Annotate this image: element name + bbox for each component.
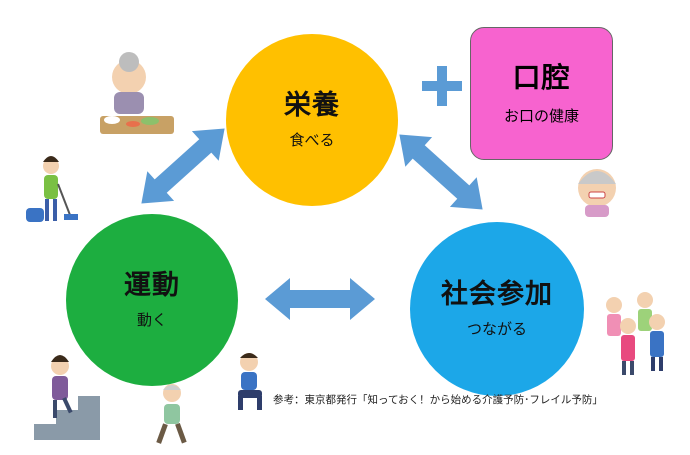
plus-icon — [422, 66, 462, 106]
oral-title: 口腔 — [512, 61, 571, 95]
reference-note: 参考：東京都発行「知っておく！から始める介護予防･フレイル予防」 — [273, 394, 603, 406]
exercise-title: 運動 — [124, 270, 180, 302]
nutrition-subtitle: 食べる — [289, 130, 335, 149]
elderly-eating-illustration — [100, 52, 174, 134]
exercise-circle: 運動 動く — [66, 214, 238, 386]
vacuuming-illustration — [26, 156, 78, 222]
smiling-elderly-illustration — [578, 169, 616, 217]
double-arrow-nutrition-exercise — [141, 128, 225, 204]
social-subtitle: つながる — [466, 319, 527, 338]
walking-man-illustration — [156, 384, 187, 444]
oral-health-box: 口腔 お口の健康 — [470, 27, 613, 160]
elderly-group-illustration — [606, 292, 665, 375]
double-arrow-nutrition-social — [399, 134, 483, 210]
stairs-climbing-illustration — [34, 355, 100, 440]
double-arrow-exercise-social — [265, 278, 375, 320]
social-title: 社会参加 — [441, 279, 553, 311]
nutrition-circle: 栄養 食べる — [226, 34, 398, 206]
nutrition-title: 栄養 — [284, 90, 340, 122]
social-participation-circle: 社会参加 つながる — [410, 222, 584, 396]
squatting-man-illustration — [238, 353, 262, 410]
oral-subtitle: お口の健康 — [503, 106, 579, 125]
exercise-subtitle: 動く — [136, 310, 167, 329]
